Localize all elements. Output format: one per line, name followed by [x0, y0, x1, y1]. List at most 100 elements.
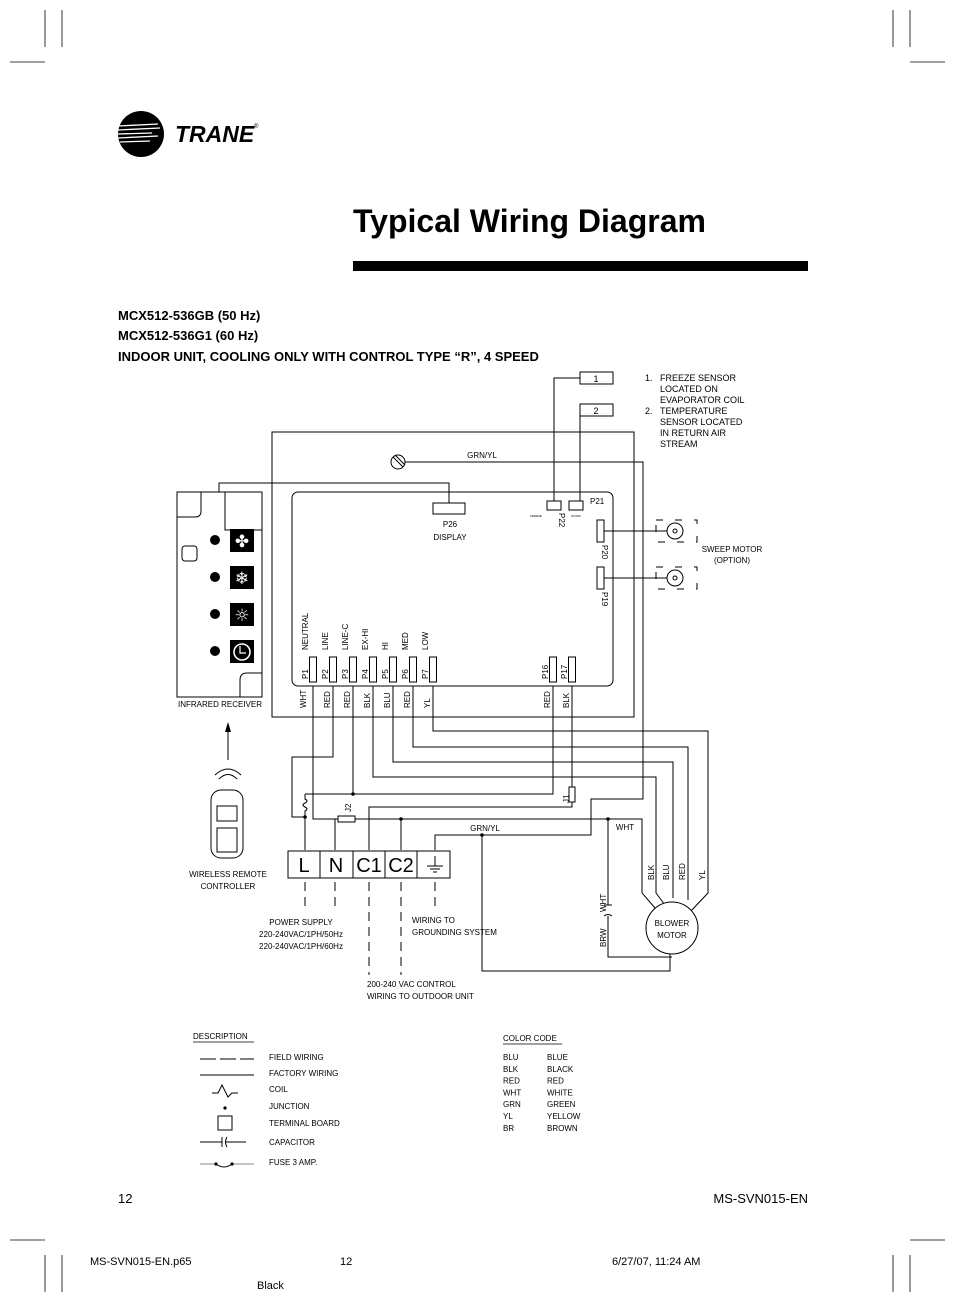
connector-wire-color: BLK — [562, 692, 571, 708]
connector-pin-label: P2 — [321, 669, 330, 679]
color-name: RED — [547, 1077, 564, 1086]
color-name: BLUE — [547, 1053, 568, 1062]
document-id: MS-SVN015-EN — [713, 1191, 808, 1206]
connector-p4 — [369, 656, 377, 683]
sun-icon: ☼ — [230, 603, 254, 626]
grounding-label: GROUNDING SYSTEM — [412, 928, 497, 937]
connector-p3 — [349, 656, 357, 683]
color-name: BROWN — [547, 1124, 578, 1133]
display-label: DISPLAY — [433, 533, 467, 542]
indoor-unit-outline — [271, 431, 635, 718]
connector-pin-label: P7 — [421, 669, 430, 679]
power-supply-label: 220-240VAC/1PH/50Hz — [259, 930, 343, 939]
sensor-1-label: 1 — [593, 374, 598, 384]
model-line-1: MCX512-536GB (50 Hz) — [118, 308, 260, 323]
motor-wire-label: BLK — [647, 864, 656, 880]
board-connectors: P1NEUTRALWHTP2LINEREDP3LINE-CREDP4EX-HIB… — [299, 612, 576, 708]
connector-wire-color: BLK — [363, 692, 372, 708]
connector-function-label: HI — [381, 642, 390, 650]
color-abbrev: BR — [503, 1124, 514, 1133]
title-rule — [353, 261, 808, 271]
terminal-block: L N C1 C2 — [287, 850, 451, 879]
color-name: WHITE — [547, 1088, 573, 1097]
remote-label: WIRELESS REMOTE — [189, 870, 267, 879]
p19-label: P19 — [600, 592, 609, 607]
grounding-label: WIRING TO — [412, 916, 455, 925]
j2-label: J2 — [344, 803, 353, 812]
connector-function-label: MED — [401, 632, 410, 650]
capacitor-icon — [603, 904, 613, 917]
p22-freeze-connector — [546, 500, 562, 511]
slug-file: MS-SVN015-EN.p65 — [90, 1256, 192, 1268]
color-abbrev: RED — [503, 1077, 520, 1086]
slug-page: 12 — [340, 1256, 352, 1268]
capacitor-wht-label: WHT — [599, 894, 608, 912]
capacitor-brw-label: BRW — [599, 928, 608, 947]
note-1-number: 1. — [645, 373, 653, 383]
color-abbrev: WHT — [503, 1088, 521, 1097]
power-supply-label: 220-240VAC/1PH/60Hz — [259, 942, 343, 951]
motor-wire-label: BLU — [662, 864, 671, 880]
note-1-line: FREEZE SENSOR — [660, 373, 737, 383]
clock-icon — [230, 640, 254, 663]
j1-connector — [568, 786, 576, 803]
sweep-motor-label: SWEEP MOTOR — [702, 545, 763, 554]
color-name: GREEN — [547, 1100, 576, 1109]
legend-item: FACTORY WIRING — [269, 1069, 338, 1078]
legend-item: CAPACITOR — [269, 1138, 315, 1147]
connector-pin-label: P1 — [301, 669, 310, 679]
infrared-receiver: ✤ ❄ ☼ — [176, 491, 263, 698]
connector-pin-label: P6 — [401, 669, 410, 679]
snowflake-icon: ❄ — [230, 566, 254, 589]
note-1-line: LOCATED ON — [660, 384, 718, 394]
p21-room-connector — [568, 500, 584, 511]
blower-motor: BLOWER MOTOR — [645, 901, 699, 955]
terminal-c1: C1 — [356, 855, 382, 877]
power-supply-label: POWER SUPPLY — [269, 918, 333, 927]
wht-label: WHT — [616, 823, 634, 832]
description-legend: DESCRIPTION FIELD WIRING FACTORY WIRING … — [193, 1032, 340, 1168]
connector-pin-label: P17 — [560, 664, 569, 679]
registered-mark: ® — [254, 123, 259, 130]
infrared-receiver-label: INFRARED RECEIVER — [178, 700, 262, 709]
legend-title: DESCRIPTION — [193, 1032, 248, 1041]
p19-connector — [596, 566, 605, 590]
p22-label: P22 — [557, 513, 566, 528]
sensor-2-label: 2 — [593, 406, 598, 416]
page-number: 12 — [118, 1191, 132, 1206]
connector-pin-label: P4 — [361, 669, 370, 679]
arrow-head-icon — [225, 722, 231, 732]
sweep-motor-icon — [655, 519, 698, 590]
svg-text:❄: ❄ — [235, 569, 249, 589]
freeze-label: FREEZE — [530, 514, 542, 518]
p26-connector — [432, 502, 466, 515]
connector-function-label: EX-HI — [361, 629, 370, 650]
connector-p1 — [309, 656, 317, 683]
logo-text: TRANE — [175, 121, 255, 147]
p21-label: P21 — [590, 497, 605, 506]
j1-label: J1 — [562, 794, 571, 803]
grn-yl-label: GRN/YL — [470, 824, 500, 833]
junction-dots — [303, 792, 610, 837]
svg-text:✤: ✤ — [235, 532, 249, 552]
legend-item: FIELD WIRING — [269, 1053, 324, 1062]
color-name: YELLOW — [547, 1112, 581, 1121]
ground-wire-label: GRN/YL — [467, 451, 497, 460]
factory-wiring — [291, 686, 709, 972]
terminal-l: L — [298, 855, 309, 877]
color-abbrev: BLU — [503, 1053, 519, 1062]
connector-p17 — [568, 656, 576, 683]
crop-marks — [10, 10, 945, 1292]
j2-fuse — [337, 815, 356, 823]
connector-p2 — [329, 656, 337, 683]
connector-wire-color: RED — [403, 691, 412, 708]
ground-icon — [427, 856, 443, 873]
blower-motor-label: BLOWER — [655, 919, 690, 928]
connector-wire-color: YL — [423, 698, 432, 708]
connector-wire-color: RED — [343, 691, 352, 708]
connector-wire-color: BLU — [383, 692, 392, 708]
sweep-motor-option: (OPTION) — [714, 556, 750, 565]
connector-wire-color: RED — [543, 691, 552, 708]
page-title: Typical Wiring Diagram — [353, 203, 706, 239]
color-abbrev: YL — [503, 1112, 513, 1121]
